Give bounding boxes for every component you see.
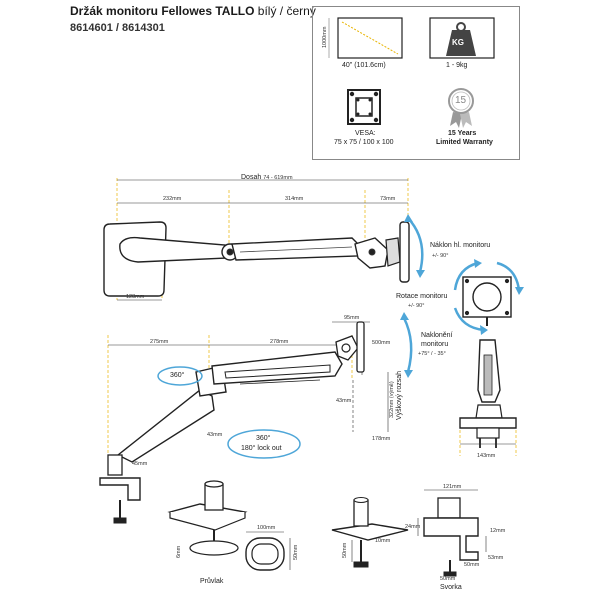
swivel-360-label: 360°	[170, 372, 185, 379]
vesa-label: VESA:	[355, 130, 376, 137]
grommet-label: Průvlak	[200, 578, 224, 585]
vesa-sizes: 75 x 75 / 100 x 100	[334, 139, 394, 146]
product-sku: 8614601 / 8614301	[70, 22, 165, 34]
warranty-number: 15	[455, 95, 467, 106]
front-view-diagram	[459, 339, 517, 456]
side-view-diagram	[99, 312, 413, 524]
grommet-diagram	[167, 480, 291, 571]
base-diagram	[331, 497, 409, 568]
vesa-icon	[347, 89, 381, 125]
base-dim-10: 10mm	[375, 538, 391, 544]
tilt-label: Náklon hl. monitoru	[430, 242, 491, 249]
screen-size-icon	[328, 17, 403, 59]
side-dim-500: 500mm	[372, 340, 391, 346]
reach-label-text: Dosah	[241, 174, 262, 181]
clamp-dim-53: 53mm	[488, 555, 504, 561]
front-dim-143: 143mm	[477, 453, 496, 459]
weight-icon	[429, 17, 495, 59]
clamp-dim-24: 24mm	[405, 524, 421, 530]
clamp-dim-12: 12mm	[490, 528, 506, 534]
warranty-years: 15 Years	[448, 130, 477, 137]
weight-range: 1 - 9kg	[446, 62, 468, 69]
side-dim-275: 275mm	[150, 339, 169, 345]
side-dim-178: 178mm	[372, 436, 391, 442]
warranty-text: Limited Warranty	[436, 139, 493, 146]
clamp-diagram	[417, 489, 487, 577]
clamp-dim-50: 50mm	[440, 576, 456, 582]
side-dim-43a: 43mm	[336, 398, 352, 404]
weight-icon-text: KG	[452, 38, 464, 47]
tilt2-label-2: monitoru	[421, 341, 449, 348]
height-label: Výškový rozsah	[396, 370, 403, 420]
tilt-value: +/- 90°	[432, 253, 449, 259]
top-dim-314: 314mm	[285, 196, 304, 202]
clamp-label: Svorka	[440, 584, 462, 591]
spec-box	[312, 6, 520, 160]
top-dim-232: 232mm	[163, 196, 182, 202]
clamp-dim-50b: 50mm	[464, 562, 480, 568]
title-bold: Držák monitoru Fellowes TALLO	[70, 4, 255, 18]
height-value: 322mm (výmě)	[389, 381, 395, 418]
side-dim-43b: 43mm	[207, 432, 223, 438]
top-dim-128: 128mm	[126, 294, 145, 300]
grommet-dim-100: 100mm	[257, 525, 276, 531]
screen-size-label: 40" (101.6cm)	[342, 62, 386, 69]
rotation-label: Rotace monitoru	[396, 293, 448, 300]
top-dim-73: 73mm	[380, 196, 396, 202]
grommet-dim-50: 50mm	[293, 544, 299, 560]
reach-label: Dosah 74 - 619mm	[241, 174, 293, 181]
grommet-dim-6: 6mm	[176, 545, 182, 558]
rotation-diagram	[453, 259, 524, 335]
clamp-dim-121: 121mm	[443, 484, 462, 490]
swivel-lock-label-2: 180° lock out	[241, 445, 282, 452]
rotation-value: +/- 90°	[408, 303, 425, 309]
tilt2-value: +75° / - 35°	[418, 351, 446, 357]
reach-value: 74 - 619mm	[263, 175, 293, 181]
swivel-lock-label-1: 360°	[256, 435, 271, 442]
product-title: Držák monitoru Fellowes TALLO bílý / čer…	[70, 4, 316, 18]
side-dim-45: 45mm	[132, 461, 148, 467]
tilt2-label-1: Naklonění	[421, 332, 453, 339]
side-dim-95: 95mm	[344, 315, 360, 321]
top-view-diagram	[103, 178, 425, 301]
base-dim-50: 50mm	[342, 542, 348, 558]
title-variant: bílý / černý	[254, 4, 316, 18]
side-dim-278: 278mm	[270, 339, 289, 345]
warranty-badge-icon	[448, 88, 474, 128]
